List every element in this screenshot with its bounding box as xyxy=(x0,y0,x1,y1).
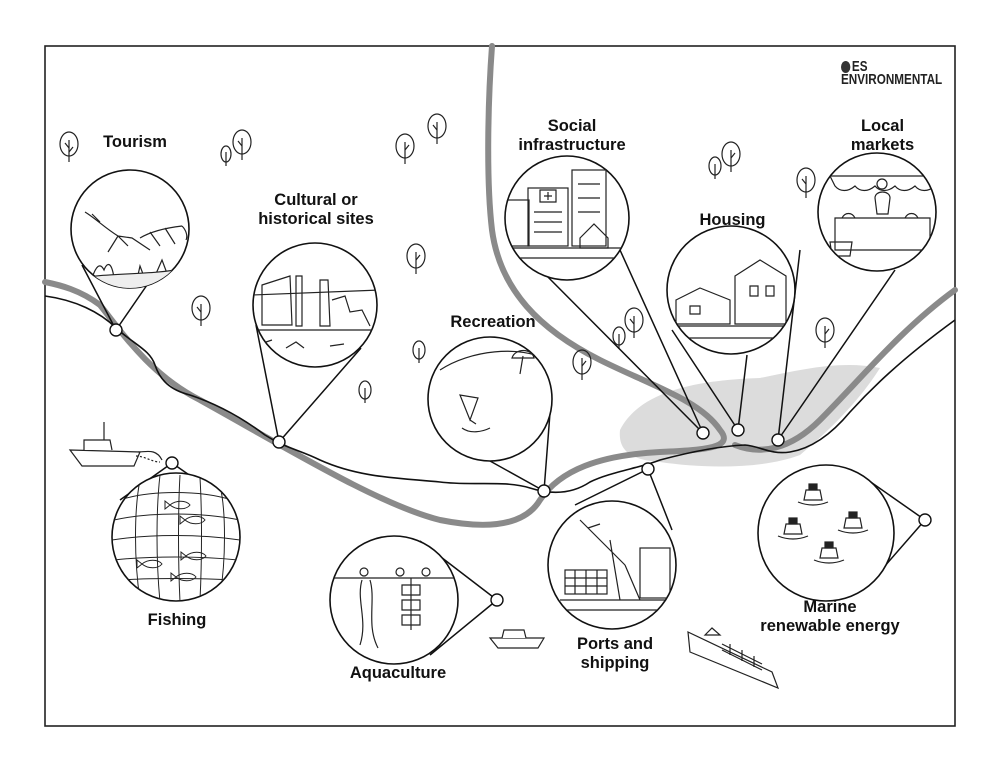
anchor-points xyxy=(109,323,932,607)
tree-icon xyxy=(395,133,415,164)
fish-icon xyxy=(180,550,207,562)
fishing-inset xyxy=(111,472,241,602)
tree-icon xyxy=(612,326,626,349)
tree-icon xyxy=(232,129,252,160)
label-cultural-sites: Cultural or historical sites xyxy=(258,191,374,228)
globe-icon xyxy=(841,61,851,73)
aquaculture-inset xyxy=(329,535,459,665)
recreation-inset xyxy=(427,336,553,462)
label-aquaculture: Aquaculture xyxy=(349,664,447,682)
house-icon xyxy=(734,259,787,325)
social-infrastructure-inset xyxy=(504,155,630,281)
tree-icon xyxy=(815,317,835,348)
tree-icon xyxy=(721,141,741,172)
tree-icon xyxy=(708,156,722,179)
buoy-icon xyxy=(837,511,869,534)
label-marine-renewable-energy: Marine renewable energy xyxy=(760,598,900,635)
tree-icon xyxy=(59,131,79,162)
vendor-icon xyxy=(874,178,891,215)
diver-icon xyxy=(84,211,151,253)
fish-icon xyxy=(179,514,206,526)
logo-line2: ENVIRONMENTAL xyxy=(841,71,943,88)
ports-shipping-inset xyxy=(547,500,677,630)
logo-line1: ES xyxy=(851,58,868,75)
fish-icon xyxy=(136,558,163,570)
tree-icon xyxy=(624,307,644,338)
tree-icon xyxy=(796,167,816,198)
ruins-icon xyxy=(261,275,293,326)
awning-icon xyxy=(829,175,936,192)
tree-icon xyxy=(406,243,426,274)
es-environmental-logo: ES ENVIRONMENTAL xyxy=(841,58,943,88)
fish-icon xyxy=(170,571,197,583)
label-ports-shipping: Ports and shipping xyxy=(576,635,654,672)
tree-icon xyxy=(358,380,372,403)
marine-energy-inset xyxy=(757,464,895,602)
buoy-icon xyxy=(797,483,829,506)
crane-icon xyxy=(579,519,641,601)
local-markets-inset xyxy=(817,152,937,272)
cultural-sites-inset xyxy=(252,242,378,368)
buoy-icon xyxy=(813,541,845,564)
label-fishing: Fishing xyxy=(147,611,207,629)
diver-icon xyxy=(139,225,188,247)
tree-icon xyxy=(427,113,447,144)
label-tourism: Tourism xyxy=(103,133,167,151)
tourism-inset xyxy=(70,169,190,289)
urban-area-shading xyxy=(619,365,880,467)
coastline xyxy=(44,295,956,494)
fish-icon xyxy=(164,499,191,511)
label-local-markets: Local markets xyxy=(850,117,915,154)
windsurfer-icon xyxy=(459,394,491,433)
tree-icon xyxy=(412,340,426,363)
label-housing: Housing xyxy=(699,211,766,229)
trees xyxy=(59,113,835,403)
boats xyxy=(68,422,780,690)
net-icon xyxy=(112,474,240,601)
small-boat-icon xyxy=(488,629,546,649)
hospital-icon xyxy=(539,189,557,203)
tree-icon xyxy=(191,295,211,326)
label-recreation: Recreation xyxy=(450,313,536,331)
house-icon xyxy=(675,287,731,325)
tree-icon xyxy=(220,145,232,166)
tree-icon xyxy=(572,349,592,380)
fishing-boat-icon xyxy=(68,422,163,467)
oyster-cage-icon xyxy=(401,578,421,630)
buoy-icon xyxy=(777,517,809,540)
seaweed-icon xyxy=(359,579,379,649)
housing-inset xyxy=(666,225,796,355)
cargo-ship-icon xyxy=(687,627,780,690)
river xyxy=(42,43,727,528)
label-social-infrastructure: Social infrastructure xyxy=(518,117,626,154)
umbrella-icon xyxy=(511,349,535,375)
